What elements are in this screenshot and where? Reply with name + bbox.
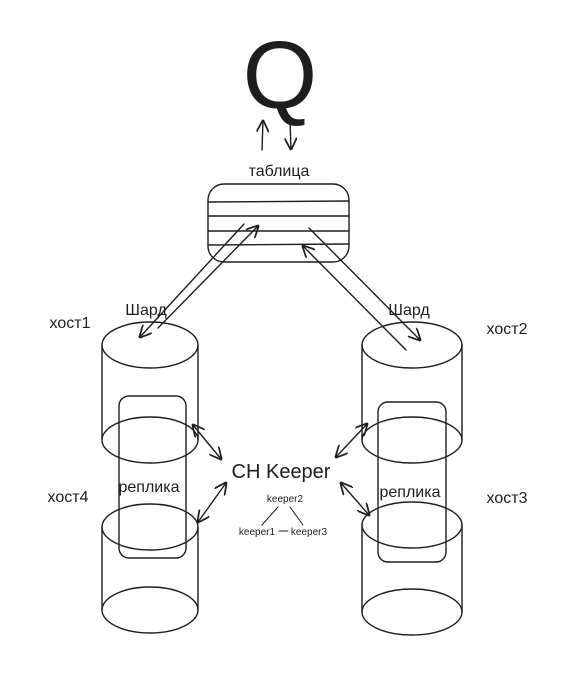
keeper3-label: keeper3 [291, 527, 328, 538]
keeper-links [261, 506, 304, 532]
host2-label: хост2 [487, 321, 528, 338]
host2-cylinder [361, 321, 463, 464]
host3-cylinder [361, 501, 463, 636]
table-label: таблица [249, 163, 310, 180]
ch-keeper-label: CH Keeper [232, 461, 331, 483]
replica-label-right: реплика [380, 484, 441, 501]
query-arrows [262, 119, 291, 151]
host3-label: хост3 [487, 490, 528, 507]
table-box [207, 183, 350, 263]
keeper-arrows [193, 424, 369, 522]
shard-label-left: Шард [125, 302, 167, 319]
host1-cylinder [101, 321, 199, 464]
replica-group-right [377, 401, 447, 563]
host4-label: хост4 [48, 489, 89, 506]
replica-group-left [118, 395, 187, 559]
keeper1-label: keeper1 [239, 527, 276, 538]
keeper2-label: keeper2 [267, 494, 304, 505]
shard-label-right: Шард [388, 302, 430, 319]
table-shard-arrows [140, 223, 420, 351]
query-q-glyph: Q [243, 22, 318, 129]
host4-cylinder [101, 503, 199, 634]
host1-label: хост1 [50, 315, 91, 332]
replica-label-left: реплика [119, 479, 180, 496]
